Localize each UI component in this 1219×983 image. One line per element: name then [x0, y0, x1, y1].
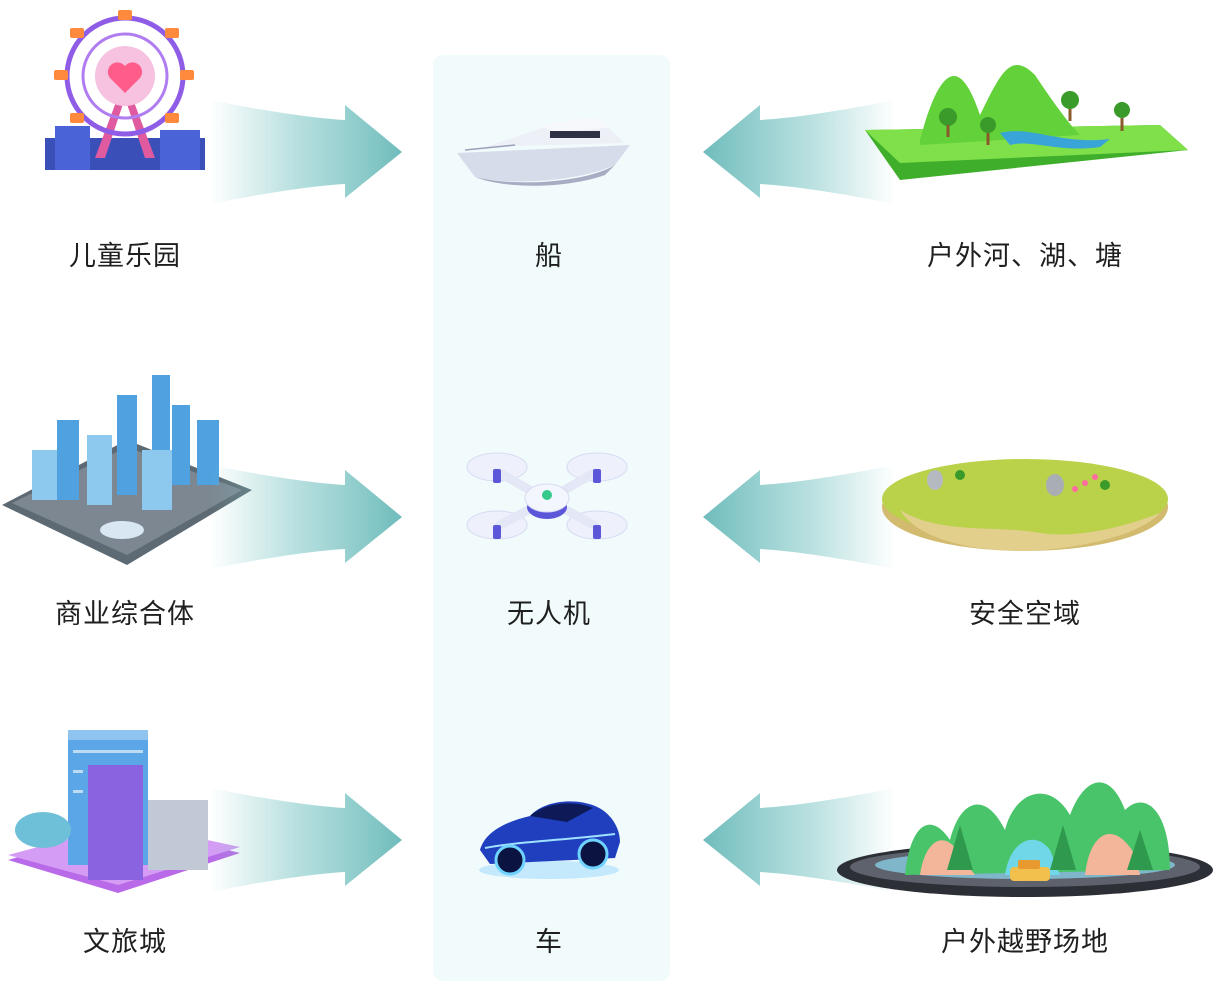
offroad-field-icon: [835, 770, 1219, 900]
drone-icon: [462, 445, 632, 555]
arrow-right-icon: [210, 100, 402, 204]
left-label-2: 商业综合体: [55, 599, 195, 630]
car-icon: [475, 792, 623, 882]
left-label-1: 儿童乐园: [69, 241, 181, 272]
center-label-3: 车: [535, 927, 563, 958]
center-label-1: 船: [535, 241, 563, 272]
arrow-right-icon: [210, 465, 402, 569]
arrow-left-icon: [703, 465, 895, 569]
tourism-city-icon: [8, 725, 243, 895]
right-label-2: 安全空域: [969, 599, 1081, 630]
left-label-3: 文旅城: [83, 927, 167, 958]
ferris-wheel-icon: [40, 8, 210, 173]
river-lake-icon: [860, 55, 1190, 185]
arrow-right-icon: [210, 788, 402, 892]
right-label-3: 户外越野场地: [941, 927, 1109, 958]
boat-icon: [455, 105, 640, 190]
meadow-airspace-icon: [880, 455, 1170, 555]
city-complex-icon: [2, 365, 252, 570]
right-label-1: 户外河、湖、塘: [927, 241, 1123, 272]
center-label-2: 无人机: [507, 599, 591, 630]
arrow-left-icon: [703, 100, 895, 204]
